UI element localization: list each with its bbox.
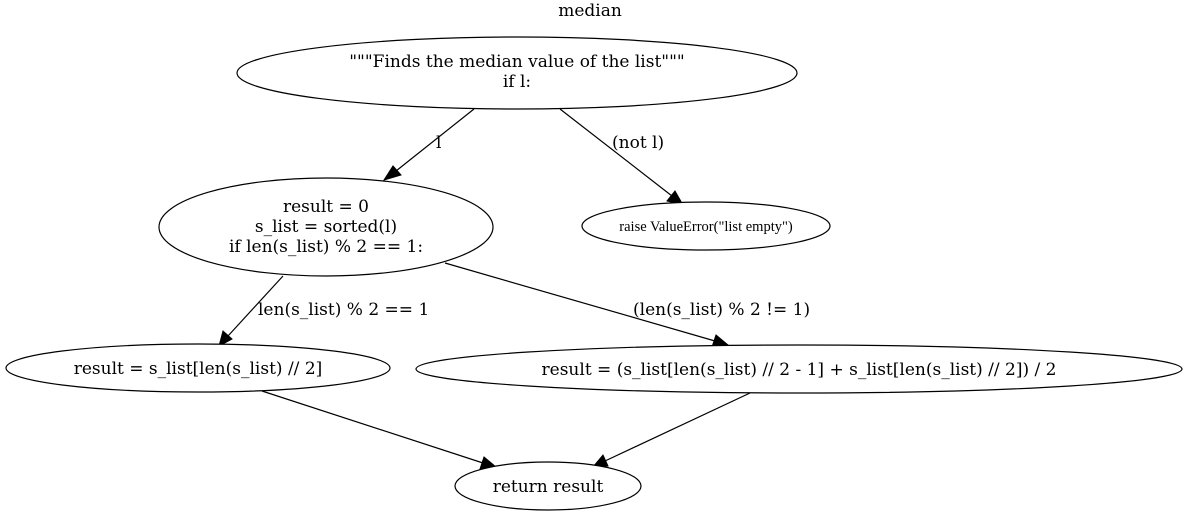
node-entry: """Finds the median value of the list"""…	[236, 36, 798, 110]
node-text-line: raise ValueError("list empty")	[619, 219, 793, 235]
edge-label: (not l)	[612, 133, 664, 153]
node-text-line: return result	[493, 477, 604, 497]
node-text-line: result = 0	[283, 197, 369, 217]
node-text-line: s_list = sorted(l)	[255, 217, 397, 237]
edge-line	[559, 108, 673, 197]
node-ellipse	[158, 177, 494, 277]
node-odd: result = s_list[len(s_list) // 2]	[5, 343, 391, 393]
node-even: result = (s_list[len(s_list) // 2 - 1] +…	[415, 344, 1183, 394]
node-ellipse	[236, 36, 798, 110]
node-ellipse	[454, 461, 642, 511]
edge-label: (len(s_list) % 2 != 1)	[633, 300, 810, 320]
node-init: result = 0 s_list = sorted(l) if len(s_l…	[158, 177, 494, 277]
edge-label: len(s_list) % 2 == 1	[258, 300, 429, 320]
node-return: return result	[454, 461, 642, 511]
edge-entry-to-init: l	[382, 108, 475, 181]
edge-init-to-odd: len(s_list) % 2 == 1	[218, 275, 429, 347]
edge-label: l	[436, 133, 441, 153]
node-ellipse	[581, 201, 831, 251]
arrow-head	[218, 330, 233, 347]
node-text-line: result = s_list[len(s_list) // 2]	[74, 359, 323, 379]
node-text-line: if l:	[503, 72, 531, 92]
edge-entry-to-raise: (not l)	[559, 108, 685, 206]
arrow-head	[382, 165, 402, 181]
edge-line	[604, 392, 751, 462]
edge-line	[444, 262, 716, 342]
diagram-title: median	[558, 1, 622, 21]
edge-line	[261, 390, 484, 464]
edge-init-to-even: (len(s_list) % 2 != 1)	[444, 262, 810, 348]
node-raise: raise ValueError("list empty")	[581, 201, 831, 251]
edge-even-to-return	[591, 392, 751, 468]
node-text-line: result = (s_list[len(s_list) // 2 - 1] +…	[542, 360, 1057, 380]
edge-line	[227, 275, 284, 337]
node-ellipse	[5, 343, 391, 393]
node-text-line: """Finds the median value of the list"""	[349, 52, 685, 72]
edge-line	[395, 108, 475, 172]
edge-odd-to-return	[261, 390, 498, 470]
node-text-line: if len(s_list) % 2 == 1:	[229, 237, 423, 257]
node-ellipse	[415, 344, 1183, 394]
